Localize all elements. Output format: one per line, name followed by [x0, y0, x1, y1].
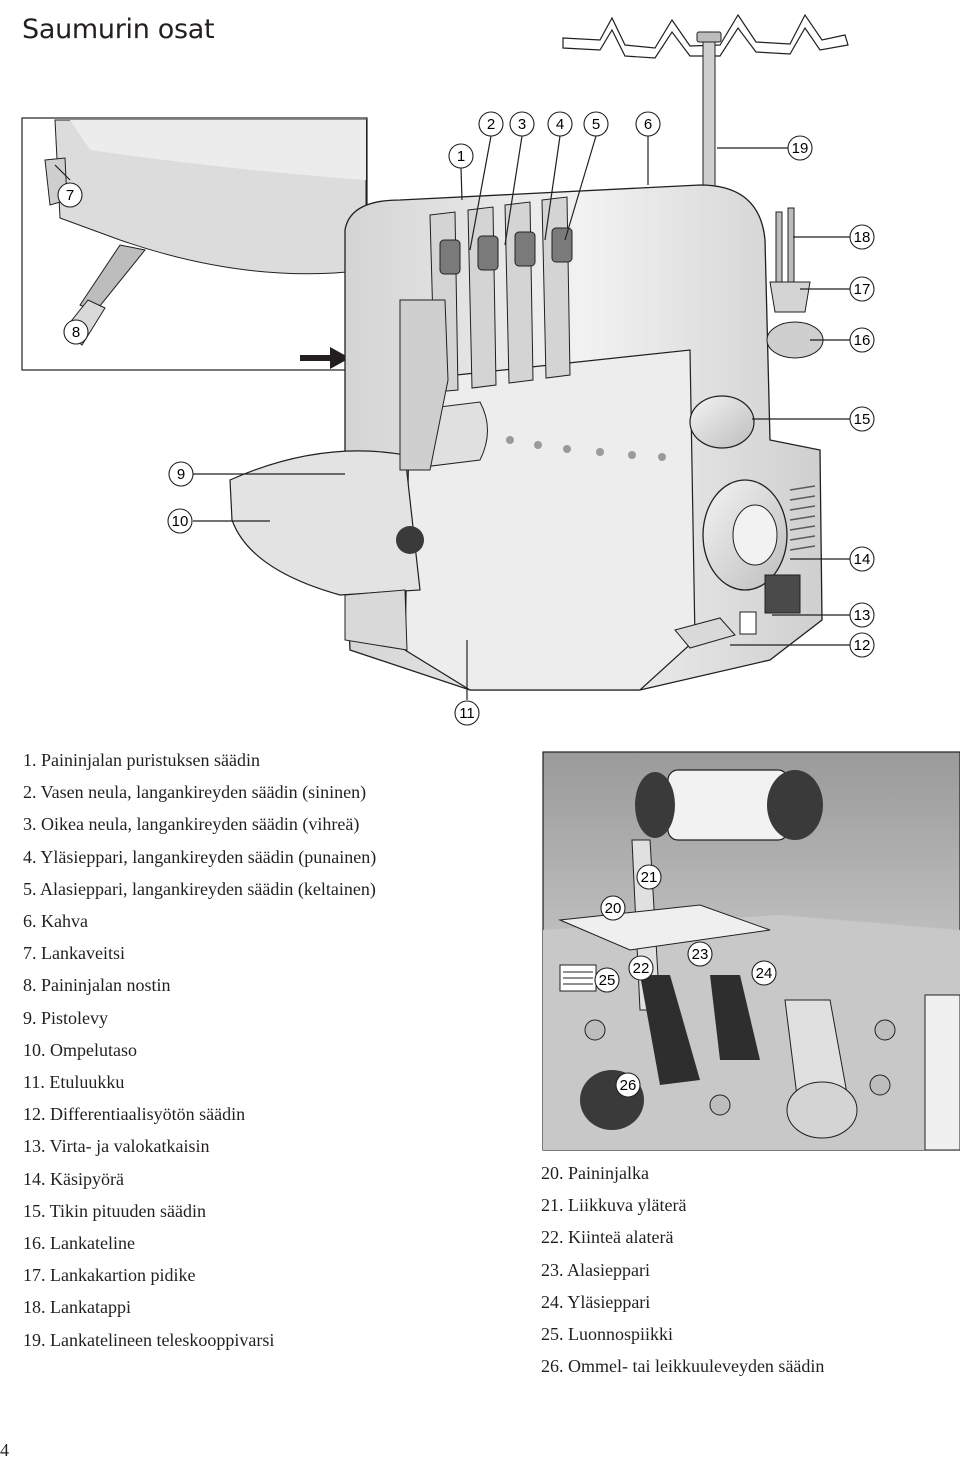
callout-16: 16	[849, 327, 875, 353]
list-item: 18. Lankatappi	[23, 1297, 131, 1318]
svg-text:22: 22	[633, 960, 650, 977]
list-item: 23. Alasieppari	[541, 1259, 650, 1280]
list-item: 13. Virta- ja valokatkaisin	[23, 1136, 210, 1157]
svg-text:5: 5	[592, 116, 600, 133]
callout-18: 18	[849, 224, 875, 250]
callout-17: 17	[849, 276, 875, 302]
callout-1: 1	[448, 143, 474, 169]
callout-4: 4	[547, 111, 573, 137]
list-item: 7. Lankaveitsi	[23, 943, 125, 964]
svg-text:13: 13	[854, 607, 871, 624]
list-item: 19. Lankatelineen teleskooppivarsi	[23, 1329, 275, 1350]
svg-text:4: 4	[556, 116, 564, 133]
callout-25: 25	[594, 967, 620, 993]
svg-text:6: 6	[644, 116, 652, 133]
callout-19: 19	[787, 135, 813, 161]
list-item: 22. Kiinteä alaterä	[541, 1227, 674, 1248]
callout-26: 26	[615, 1072, 641, 1098]
list-item: 8. Paininjalan nostin	[23, 975, 171, 996]
callout-3: 3	[509, 111, 535, 137]
callout-7: 7	[57, 182, 83, 208]
detail-illustration	[542, 751, 960, 1151]
callout-9: 9	[168, 461, 194, 487]
list-item: 11. Etuluukku	[23, 1072, 125, 1093]
svg-text:19: 19	[792, 140, 809, 157]
svg-text:2: 2	[487, 116, 495, 133]
list-item: 6. Kahva	[23, 911, 88, 932]
page-title: Saumurin osat	[22, 14, 215, 45]
svg-text:16: 16	[854, 332, 871, 349]
list-item: 25. Luonnospiikki	[541, 1324, 674, 1345]
svg-text:23: 23	[692, 946, 709, 963]
callout-15: 15	[849, 406, 875, 432]
list-item: 21. Liikkuva yläterä	[541, 1195, 687, 1216]
inset-thread-cutter	[21, 117, 368, 371]
parts-list-detail: 20. Paininjalka 21. Liikkuva yläterä 22.…	[541, 1157, 824, 1382]
svg-text:11: 11	[459, 705, 475, 722]
list-item: 14. Käsipyörä	[23, 1168, 124, 1189]
list-item: 12. Differentiaalisyötön säädin	[23, 1104, 246, 1125]
callout-10: 10	[167, 508, 193, 534]
list-item: 24. Yläsieppari	[541, 1291, 651, 1312]
callout-2: 2	[478, 111, 504, 137]
arrow-icon	[300, 347, 350, 369]
list-item: 20. Paininjalka	[541, 1163, 649, 1183]
svg-text:9: 9	[177, 466, 185, 483]
callout-14: 14	[849, 546, 875, 572]
svg-text:18: 18	[854, 229, 871, 246]
list-item: 3. Oikea neula, langankireyden säädin (v…	[23, 814, 360, 835]
svg-text:14: 14	[854, 551, 871, 568]
svg-text:7: 7	[66, 187, 74, 204]
callout-6: 6	[635, 111, 661, 137]
svg-text:8: 8	[72, 324, 80, 341]
svg-text:20: 20	[605, 900, 622, 917]
parts-list-main: 1. Paininjalan puristuksen säädin 2. Vas…	[23, 744, 376, 1356]
svg-text:10: 10	[172, 513, 189, 530]
callout-11: 11	[454, 700, 480, 726]
svg-text:26: 26	[620, 1077, 637, 1094]
list-item: 16. Lankateline	[23, 1233, 135, 1254]
callout-24: 24	[751, 960, 777, 986]
svg-text:25: 25	[599, 972, 616, 989]
list-item: 15. Tikin pituuden säädin	[23, 1200, 207, 1221]
callout-markers: 1 2 3 4 5 6 7 8 9 10 11 12 13 14 15 16 1…	[57, 111, 875, 1098]
list-item: 17. Lankakartion pidike	[23, 1265, 196, 1286]
list-item: 1. Paininjalan puristuksen säädin	[23, 750, 260, 770]
callout-8: 8	[63, 319, 89, 345]
svg-text:24: 24	[756, 965, 773, 982]
callout-22: 22	[628, 955, 654, 981]
list-item: 2. Vasen neula, langankireyden säädin (s…	[23, 782, 367, 803]
list-item: 5. Alasieppari, langankireyden säädin (k…	[23, 878, 376, 899]
callout-21: 21	[636, 864, 662, 890]
callout-20: 20	[600, 895, 626, 921]
svg-text:12: 12	[854, 637, 871, 654]
serger-body	[229, 13, 849, 691]
callout-23: 23	[687, 941, 713, 967]
svg-text:21: 21	[641, 869, 658, 886]
svg-text:17: 17	[854, 281, 871, 298]
callout-12: 12	[849, 632, 875, 658]
svg-text:1: 1	[457, 148, 465, 165]
page-number: 4	[0, 1440, 9, 1460]
callout-5: 5	[583, 111, 609, 137]
list-item: 26. Ommel- tai leikkuuleveyden säädin	[541, 1356, 825, 1377]
svg-text:15: 15	[854, 411, 871, 428]
list-item: 9. Pistolevy	[23, 1007, 109, 1028]
list-item: 4. Yläsieppari, langankireyden säädin (p…	[23, 846, 377, 867]
svg-text:3: 3	[518, 116, 526, 133]
callout-13: 13	[849, 602, 875, 628]
list-item: 10. Ompelutaso	[23, 1039, 137, 1060]
